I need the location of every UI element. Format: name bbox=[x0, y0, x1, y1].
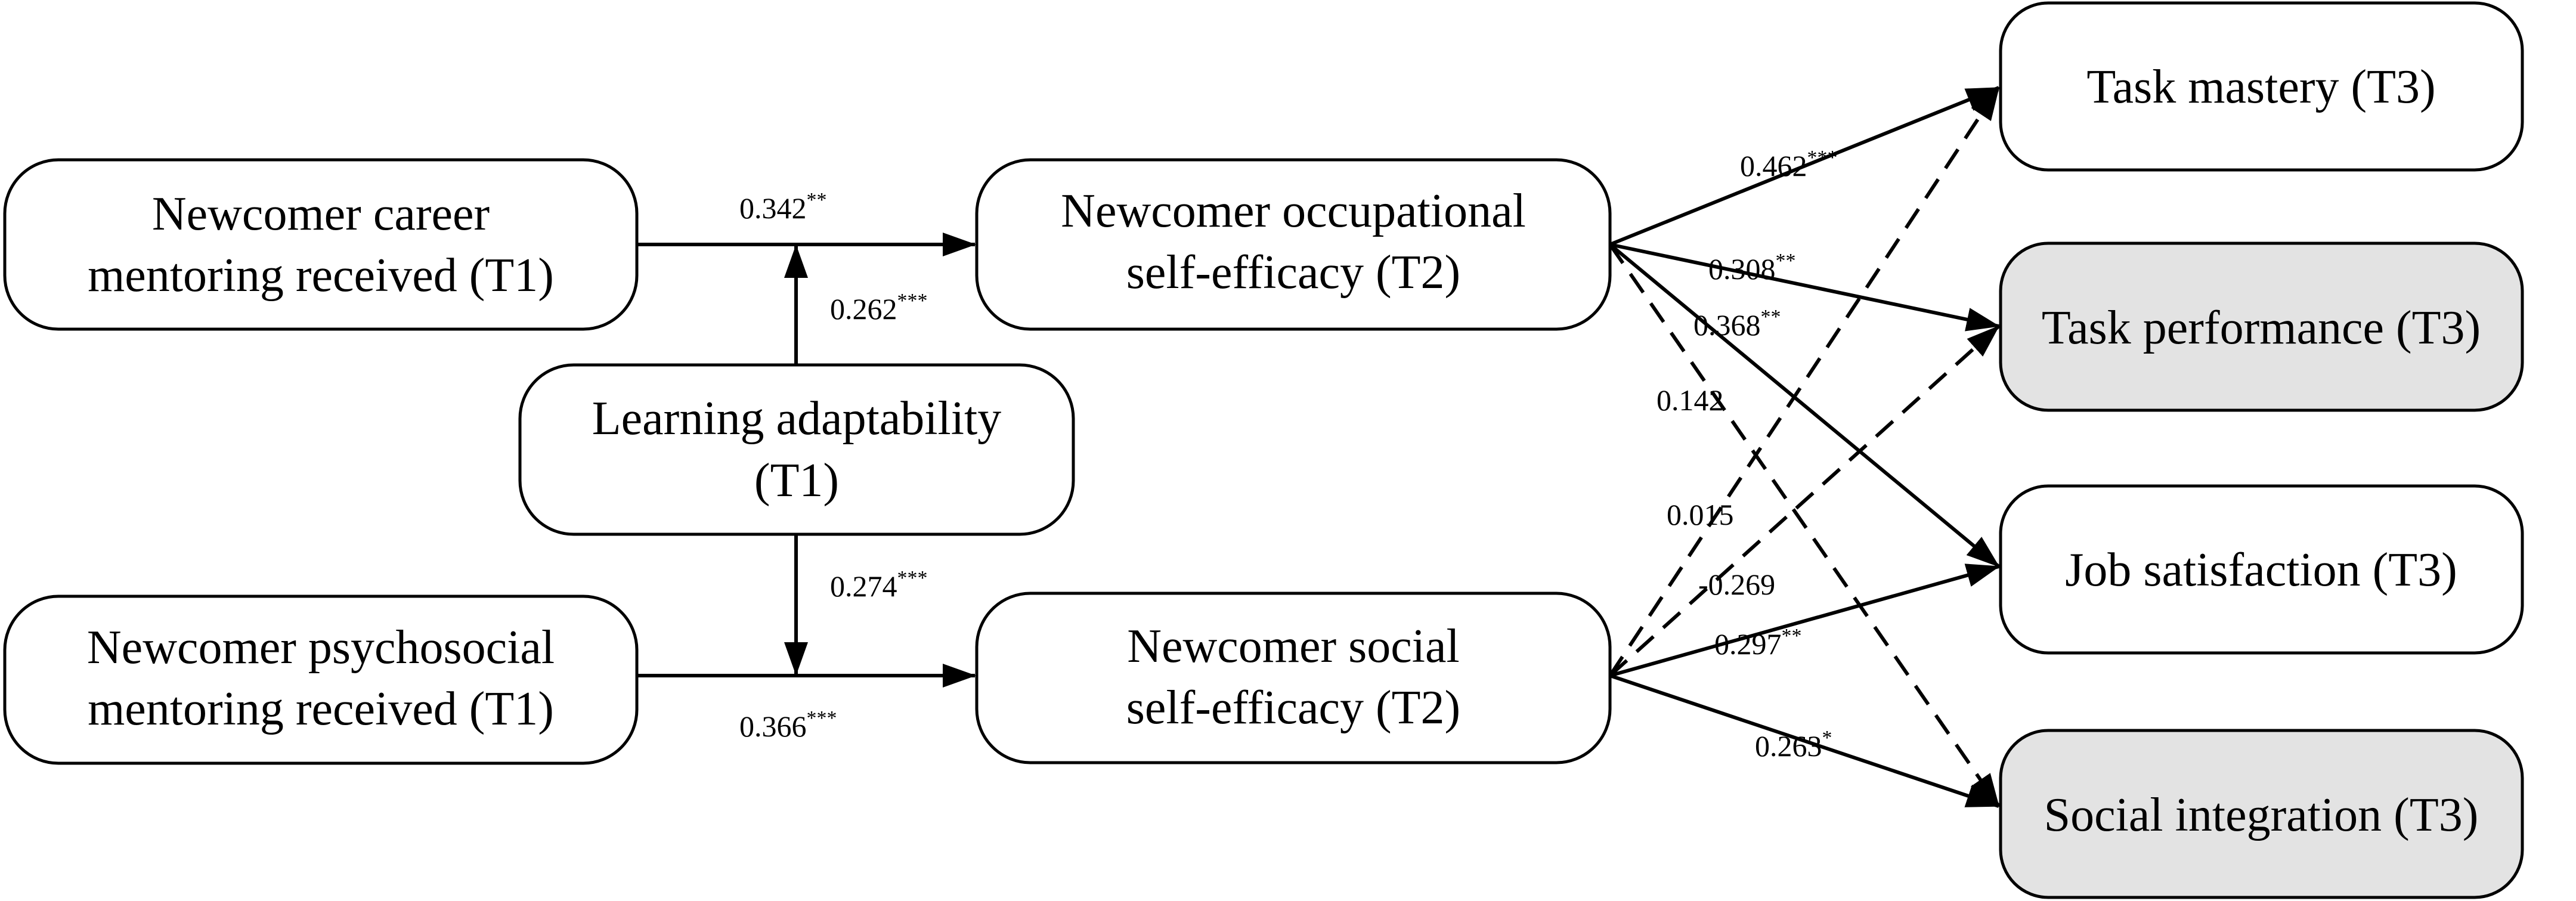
coef-sig: ** bbox=[807, 189, 827, 211]
node-label: Task mastery (T3) bbox=[2086, 61, 2435, 113]
coef-adaptability-to-psychosocial-path: 0.274*** bbox=[830, 567, 928, 603]
edge-occupational-to-social-integration bbox=[1608, 243, 2001, 807]
coef-sig: *** bbox=[897, 567, 928, 589]
path-coefficients: 0.342** 0.262*** 0.274*** 0.366*** 0.462… bbox=[739, 147, 1838, 763]
node-box bbox=[1999, 484, 2524, 655]
coef-sig: *** bbox=[807, 707, 837, 729]
node-label-line2: mentoring received (T1) bbox=[88, 249, 554, 302]
node-box bbox=[975, 592, 1612, 764]
edge-occupational-to-task-mastery bbox=[1609, 86, 2000, 246]
edge-occupational-to-job-satisfaction bbox=[1609, 243, 2000, 568]
coef-value: 0.366 bbox=[739, 710, 807, 743]
coef-occupational-to-social-integration: 0.142 bbox=[1657, 383, 1724, 417]
node-label: Task performance (T3) bbox=[2042, 302, 2481, 354]
coef-sig: ** bbox=[1776, 250, 1796, 272]
node-label: Social integration (T3) bbox=[2044, 789, 2479, 841]
edge-social-to-social-integration bbox=[1609, 674, 2000, 808]
coef-value: 0.368 bbox=[1693, 308, 1761, 342]
edges bbox=[637, 86, 2001, 808]
coef-value: 0.015 bbox=[1667, 498, 1734, 531]
edge-social-to-task-performance bbox=[1608, 324, 2001, 677]
node-task-mastery: Task mastery (T3) bbox=[1999, 1, 2524, 172]
node-label-line1: Learning adaptability bbox=[592, 392, 1001, 445]
coef-occupational-to-task-performance: 0.308** bbox=[1708, 250, 1796, 286]
coef-value: 0.274 bbox=[830, 569, 897, 603]
node-label-line1: Newcomer career bbox=[152, 188, 490, 240]
coef-social-to-task-performance: -0.269 bbox=[1698, 568, 1775, 601]
coef-value: 0.342 bbox=[739, 191, 807, 225]
edge-social-to-task-mastery bbox=[1608, 86, 2001, 677]
node-label-line1: Newcomer psychosocial bbox=[87, 621, 555, 674]
coef-value: 0.262 bbox=[830, 292, 897, 326]
coef-occupational-to-job-satisfaction: 0.368** bbox=[1693, 306, 1781, 342]
coef-value: 0.142 bbox=[1657, 383, 1724, 417]
coef-value: 0.263 bbox=[1755, 729, 1822, 763]
coef-value: 0.462 bbox=[1740, 149, 1807, 182]
coef-sig: *** bbox=[1807, 147, 1838, 169]
coef-sig: * bbox=[1822, 727, 1832, 749]
coef-sig: *** bbox=[897, 290, 928, 312]
node-box bbox=[975, 158, 1612, 331]
edge-occupational-to-task-performance bbox=[1609, 243, 2000, 332]
coef-social-to-social-integration: 0.263* bbox=[1755, 727, 1832, 763]
node-career-mentoring: Newcomer career mentoring received (T1) bbox=[3, 158, 639, 331]
edge-social-to-job-satisfaction bbox=[1609, 563, 2000, 677]
node-psychosocial-mentoring: Newcomer psychosocial mentoring received… bbox=[3, 595, 639, 765]
node-learning-adaptability: Learning adaptability (T1) bbox=[518, 363, 1075, 536]
coef-adaptability-to-career-path: 0.262*** bbox=[830, 290, 928, 326]
node-box bbox=[3, 595, 639, 765]
node-label-line2: self-efficacy (T2) bbox=[1126, 246, 1460, 299]
node-box bbox=[1999, 241, 2524, 412]
coef-value: 0.308 bbox=[1708, 252, 1776, 286]
node-box bbox=[1999, 1, 2524, 172]
coef-social-to-job-satisfaction: 0.297** bbox=[1714, 625, 1802, 661]
coef-value: 0.297 bbox=[1714, 627, 1782, 661]
node-label: Job satisfaction (T3) bbox=[2065, 544, 2457, 596]
node-task-performance: Task performance (T3) bbox=[1999, 241, 2524, 412]
coef-psychosocial-to-social: 0.366*** bbox=[739, 707, 837, 743]
coef-career-to-occupational: 0.342** bbox=[739, 189, 827, 225]
node-social-integration: Social integration (T3) bbox=[1999, 729, 2524, 899]
node-box bbox=[1999, 729, 2524, 899]
node-box bbox=[518, 363, 1075, 536]
node-box bbox=[3, 158, 639, 331]
node-label-line2: mentoring received (T1) bbox=[88, 683, 554, 735]
node-job-satisfaction: Job satisfaction (T3) bbox=[1999, 484, 2524, 655]
coef-social-to-task-mastery: 0.015 bbox=[1667, 498, 1734, 531]
node-social-self-efficacy: Newcomer social self-efficacy (T2) bbox=[975, 592, 1612, 764]
node-label-line1: Newcomer occupational bbox=[1061, 185, 1526, 237]
node-label-line1: Newcomer social bbox=[1127, 620, 1460, 673]
node-occupational-self-efficacy: Newcomer occupational self-efficacy (T2) bbox=[975, 158, 1612, 331]
coef-sig: ** bbox=[1782, 625, 1802, 647]
coef-sig: ** bbox=[1761, 306, 1781, 328]
coef-occupational-to-task-mastery: 0.462*** bbox=[1740, 147, 1838, 182]
node-label-line2: (T1) bbox=[754, 454, 839, 507]
node-label-line2: self-efficacy (T2) bbox=[1126, 682, 1460, 734]
coef-value: -0.269 bbox=[1698, 568, 1775, 601]
